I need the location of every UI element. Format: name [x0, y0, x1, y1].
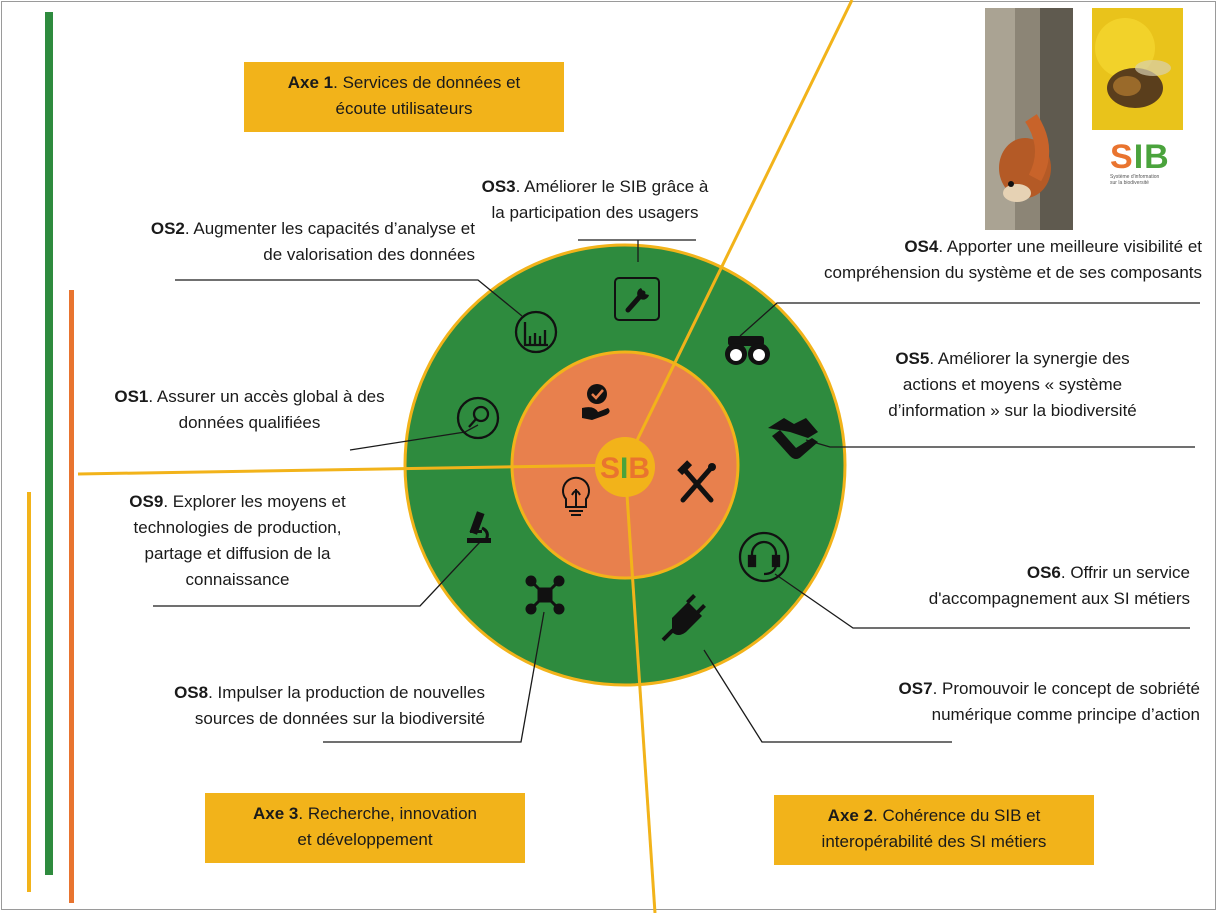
yellow-side-bar	[27, 492, 31, 892]
orange-side-bar	[69, 290, 74, 903]
os9-line4: connaissance	[185, 570, 290, 589]
divider-axe2-axe3	[623, 464, 657, 913]
axe2-box: Axe 2. Cohérence du SIB et interopérabil…	[774, 795, 1094, 865]
axe1-label: Axe 1	[287, 73, 334, 92]
center-sib-i: I	[620, 452, 628, 485]
os8-code: OS8	[174, 683, 209, 702]
microscope-icon	[467, 511, 491, 543]
wrench-icon	[614, 277, 660, 321]
bee-photo	[1092, 8, 1183, 130]
os2-label: OS2. Augmenter les capacités d’analyse e…	[60, 216, 475, 268]
bar-chart-icon	[514, 310, 558, 354]
center-sib-logo: SIB	[600, 452, 650, 485]
os1-line2: données qualifiées	[178, 413, 321, 432]
sib-logo-word: SIB	[1110, 140, 1172, 174]
os2-line1: . Augmenter les capacités d’analyse et	[184, 219, 475, 238]
os4-line1: . Apporter une meilleure visibilité et	[938, 237, 1202, 256]
os7-label: OS7. Promouvoir le concept de sobriété n…	[760, 676, 1200, 728]
os6-line2: d'accompagnement aux SI métiers	[928, 589, 1190, 608]
leader-os6	[774, 573, 1190, 629]
os7-line2: numérique comme principe d’action	[931, 705, 1200, 724]
axe1-text-line1: . Services de données et	[333, 73, 521, 92]
logo-sub-line1: Système d'information	[1110, 174, 1160, 180]
logo-b: B	[1144, 138, 1170, 176]
green-side-bar	[45, 12, 53, 875]
os8-line2: sources de données sur la biodiversité	[194, 709, 485, 728]
os3-code: OS3	[481, 177, 516, 196]
os5-line3: d’information » sur la biodiversité	[888, 401, 1137, 420]
axe3-label: Axe 3	[253, 804, 299, 823]
os4-label: OS4. Apporter une meilleure visibilité e…	[740, 234, 1202, 286]
axe1-box: Axe 1. Services de données et écoute uti…	[244, 62, 564, 132]
leader-os5	[805, 439, 1195, 448]
os7-code: OS7	[898, 679, 933, 698]
os1-label: OS1. Assurer un accès global à des donné…	[72, 384, 427, 436]
os6-code: OS6	[1026, 563, 1061, 582]
logo-sub-line2: sur la biodiversité	[1110, 180, 1149, 186]
os3-label: OS3. Améliorer le SIB grâce à la partici…	[460, 174, 730, 226]
axe3-text-line1: . Recherche, innovation	[298, 804, 477, 823]
axe2-text-line1: . Cohérence du SIB et	[873, 806, 1041, 825]
os5-code: OS5	[895, 349, 930, 368]
logo-i: I	[1133, 138, 1145, 176]
leader-os7	[703, 649, 952, 743]
squirrel-photo	[985, 8, 1073, 230]
os5-line1: . Améliorer la synergie des	[929, 349, 1130, 368]
lightbulb-brain-icon	[562, 476, 590, 516]
os3-line2: la participation des usagers	[491, 203, 699, 222]
os5-label: OS5. Améliorer la synergie des actions e…	[840, 346, 1185, 424]
os9-label: OS9. Explorer les moyens et technologies…	[105, 489, 370, 593]
axe2-text-line2: interopérabilité des SI métiers	[821, 832, 1047, 851]
leader-os8	[323, 611, 545, 743]
hand-check-icon	[582, 384, 610, 420]
leader-os2	[175, 279, 523, 317]
leader-os4	[739, 302, 1200, 337]
os1-line1: . Assurer un accès global à des	[148, 387, 385, 406]
os9-line2: technologies de production,	[133, 518, 342, 537]
photo-collage	[985, 8, 1183, 230]
os8-label: OS8. Impulser la production de nouvelles…	[60, 680, 485, 732]
leader-os9	[153, 541, 481, 607]
divider-axe1-axe2	[623, 0, 854, 466]
os4-code: OS4	[904, 237, 939, 256]
binoculars-icon	[725, 336, 770, 365]
headset-icon	[738, 531, 790, 583]
os9-line1: . Explorer les moyens et	[163, 492, 346, 511]
center-sib-b: B	[628, 452, 650, 485]
axe3-text-line2: et développement	[297, 830, 433, 849]
os6-label: OS6. Offrir un service d'accompagnement …	[860, 560, 1190, 612]
os8-line1: . Impulser la production de nouvelles	[208, 683, 485, 702]
axe2-label: Axe 2	[827, 806, 874, 825]
tools-icon	[677, 460, 716, 503]
os4-line2: compréhension du système et de ses compo…	[824, 263, 1202, 282]
center-sib-s: S	[600, 452, 620, 485]
sib-logo: SIB Système d'information sur la biodive…	[1110, 140, 1172, 186]
os9-line3: partage et diffusion de la	[144, 544, 331, 563]
os6-line1: . Offrir un service	[1060, 563, 1190, 582]
axe3-box: Axe 3. Recherche, innovation et développ…	[205, 793, 525, 863]
os3-line1: . Améliorer le SIB grâce à	[515, 177, 709, 196]
plug-icon	[661, 594, 706, 642]
handshake-icon	[768, 418, 818, 459]
divider-axe1-axe3	[77, 463, 626, 476]
sib-logo-subtitle: Système d'information sur la biodiversit…	[1110, 174, 1172, 186]
center-disc	[595, 437, 655, 497]
drone-icon	[525, 575, 565, 615]
os1-code: OS1	[114, 387, 149, 406]
os2-code: OS2	[150, 219, 185, 238]
magnifier-icon	[456, 396, 500, 440]
logo-s: S	[1110, 138, 1134, 176]
os5-line2: actions et moyens « système	[902, 375, 1123, 394]
os9-code: OS9	[129, 492, 164, 511]
axe1-text-line2: écoute utilisateurs	[335, 99, 473, 118]
os2-line2: de valorisation des données	[263, 245, 475, 264]
os7-line1: . Promouvoir le concept de sobriété	[932, 679, 1200, 698]
